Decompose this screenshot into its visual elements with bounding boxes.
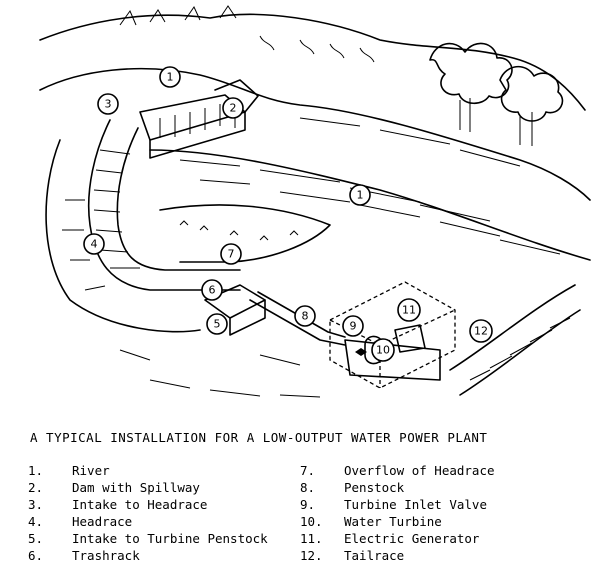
legend-item-trashrack: 6. Trashrack	[28, 547, 268, 564]
callout-2: 2	[222, 97, 244, 119]
callout-9: 9	[342, 315, 364, 337]
ground-hatching	[119, 349, 321, 398]
svg-text:7: 7	[228, 248, 235, 261]
tailrace	[449, 284, 581, 396]
callout-10: 10	[371, 338, 395, 362]
callout-12: 12	[469, 319, 493, 343]
legend-item-generator: 11. Electric Generator	[300, 530, 495, 547]
callout-5: 5	[206, 313, 228, 335]
callout-1: 1	[159, 66, 181, 88]
callout-8: 8	[294, 305, 316, 327]
legend-number: 12.	[300, 548, 323, 563]
callout-11: 11	[397, 298, 421, 322]
svg-text:12: 12	[474, 325, 488, 338]
legend-text: Trashrack	[72, 548, 140, 563]
legend-item-intake-penstock: 5. Intake to Turbine Penstock	[28, 530, 268, 547]
legend-item-valve: 9. Turbine Inlet Valve	[300, 496, 495, 513]
legend-item-intake-headrace: 3. Intake to Headrace	[28, 496, 268, 513]
callout-7: 7	[220, 243, 242, 265]
svg-text:6: 6	[209, 284, 216, 297]
meadow	[159, 204, 331, 263]
water-power-plant-illustration: 1 1 2 3 4 5 6 7 8 9 10 11 12	[39, 5, 591, 398]
svg-text:2: 2	[230, 102, 237, 115]
legend-right-column: 7. Overflow of Headrace 8. Penstock 9. Turb…	[300, 462, 495, 564]
legend-number: 5.	[28, 531, 44, 546]
legend-text: Penstock	[344, 480, 405, 495]
legend-item-penstock: 8. Penstock	[300, 479, 495, 496]
hillside-trees	[39, 5, 586, 146]
callout-3: 3	[97, 93, 119, 115]
legend-text: Dam with Spillway	[72, 480, 200, 495]
river	[39, 67, 591, 261]
svg-text:1: 1	[167, 71, 174, 84]
callout-1-river: 1	[349, 184, 371, 206]
svg-text:11: 11	[402, 304, 416, 317]
svg-text:4: 4	[91, 238, 98, 251]
penstock	[204, 284, 346, 346]
legend-number: 9.	[300, 497, 316, 512]
legend-text: River	[72, 463, 110, 478]
legend-number: 2.	[28, 480, 44, 495]
legend-item-dam: 2. Dam with Spillway	[28, 479, 268, 496]
legend-item-river: 1. River	[28, 462, 268, 479]
dam-with-spillway	[139, 79, 259, 159]
legend-item-turbine: 10. Water Turbine	[300, 513, 495, 530]
legend-number: 11.	[300, 531, 323, 546]
legend-text: Tailrace	[344, 548, 405, 563]
legend-text: Intake to Turbine Penstock	[72, 531, 268, 546]
svg-text:10: 10	[376, 344, 390, 357]
legend-left-column: 1. River 2. Dam with Spillway 3. Intake to …	[28, 462, 268, 564]
svg-text:9: 9	[350, 320, 357, 333]
legend-item-headrace: 4. Headrace	[28, 513, 268, 530]
legend-number: 10.	[300, 514, 323, 529]
svg-text:3: 3	[105, 98, 112, 111]
legend-text: Electric Generator	[344, 531, 480, 546]
legend-number: 3.	[28, 497, 44, 512]
legend-number: 8.	[300, 480, 316, 495]
legend-text: Turbine Inlet Valve	[344, 497, 487, 512]
svg-text:1: 1	[357, 189, 364, 202]
legend-number: 1.	[28, 463, 44, 478]
legend-number: 4.	[28, 514, 44, 529]
legend-item-tailrace: 12. Tailrace	[300, 547, 495, 564]
svg-text:5: 5	[214, 318, 221, 331]
legend-text: Intake to Headrace	[72, 497, 208, 512]
legend-number: 7.	[300, 463, 316, 478]
legend-text: Headrace	[72, 514, 133, 529]
svg-text:8: 8	[302, 310, 309, 323]
legend-number: 6.	[28, 548, 44, 563]
legend-text: Water Turbine	[344, 514, 442, 529]
headrace-channel	[45, 119, 241, 333]
legend-text: Overflow of Headrace	[344, 463, 495, 478]
callout-4: 4	[83, 233, 105, 255]
legend-item-overflow: 7. Overflow of Headrace	[300, 462, 495, 479]
figure-caption: A TYPICAL INSTALLATION FOR A LOW-OUTPUT …	[30, 430, 488, 445]
callout-6: 6	[201, 279, 223, 301]
